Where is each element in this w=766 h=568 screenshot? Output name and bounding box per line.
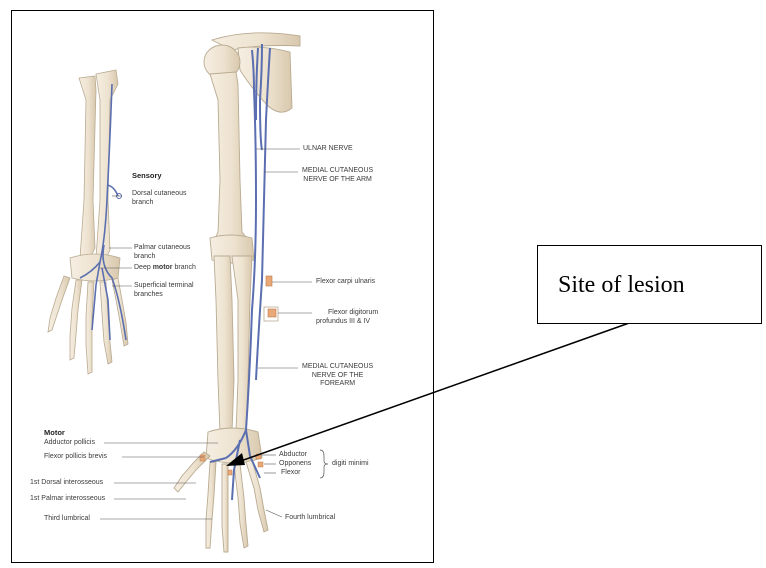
flexor-digitorum-profundus-label: Flexor digitorum profundus III & IV <box>316 309 378 326</box>
lesion-arrow <box>226 322 632 466</box>
fdp-line-1: Flexor digitorum <box>316 309 378 318</box>
digiti-minimi-label: digiti minimi <box>332 460 369 469</box>
third-lumbrical-label: Third lumbrical <box>44 515 90 524</box>
fcu-marker <box>266 276 272 286</box>
deep-pre-text: Deep <box>134 264 153 271</box>
fdp-marker <box>268 309 276 317</box>
ulnar-nerve-label: ULNAR NERVE <box>303 145 353 154</box>
sensory-heading: Sensory <box>132 172 162 181</box>
deep-motor-branch-label: Deep motor branch <box>134 264 196 273</box>
medial-arm-line-2: NERVE OF THE ARM <box>302 176 373 185</box>
medial-forearm-line-3: FOREARM <box>302 380 373 389</box>
fourth-lumbrical-label: Fourth lumbrical <box>285 514 335 523</box>
adductor-pollicis-label: Adductor pollicis <box>44 439 95 448</box>
superficial-line-1: Superficial terminal <box>134 282 194 291</box>
digiti-minimi-brace <box>320 450 328 478</box>
opponens-label: Opponens <box>279 460 311 469</box>
abductor-label: Abductor <box>279 451 307 460</box>
dorsal-cutaneous-line-1: Dorsal cutaneous <box>132 190 186 199</box>
palmar-cutaneous-label: Palmar cutaneous branch <box>134 244 190 261</box>
motor-heading: Motor <box>44 429 65 438</box>
deep-post-text: branch <box>173 264 196 271</box>
medial-forearm-line-1: MEDIAL CUTANEOUS <box>302 363 373 372</box>
first-dorsal-interosseous-label: 1st Dorsal interosseous <box>30 479 103 488</box>
superficial-line-2: branches <box>134 291 194 300</box>
dorsal-cutaneous-label: Dorsal cutaneous branch <box>132 190 186 207</box>
first-palmar-interosseous-label: 1st Palmar interosseous <box>30 495 105 504</box>
palmar-cutaneous-line-1: Palmar cutaneous <box>134 244 190 253</box>
dorsal-cutaneous-line-2: branch <box>132 199 186 208</box>
superficial-terminal-label: Superficial terminal branches <box>134 282 194 299</box>
flexor-carpi-ulnaris-label: Flexor carpi ulnaris <box>316 278 375 287</box>
palmar-cutaneous-line-2: branch <box>134 253 190 262</box>
medial-cutaneous-forearm-label: MEDIAL CUTANEOUS NERVE OF THE FOREARM <box>302 363 373 389</box>
medial-cutaneous-arm-label: MEDIAL CUTANEOUS NERVE OF THE ARM <box>302 167 373 184</box>
deep-motor-bold: motor <box>153 264 173 271</box>
flexor-pollicis-brevis-label: Flexor pollicis brevis <box>44 453 107 462</box>
small-forearm-illustration <box>48 70 128 374</box>
medial-forearm-line-2: NERVE OF THE <box>302 372 373 381</box>
site-of-lesion-text: Site of lesion <box>558 272 685 299</box>
fdp-line-2: profundus III & IV <box>316 318 378 327</box>
medial-arm-line-1: MEDIAL CUTANEOUS <box>302 167 373 176</box>
flexor-label: Flexor <box>281 469 300 478</box>
site-of-lesion-callout: Site of lesion <box>537 245 762 324</box>
